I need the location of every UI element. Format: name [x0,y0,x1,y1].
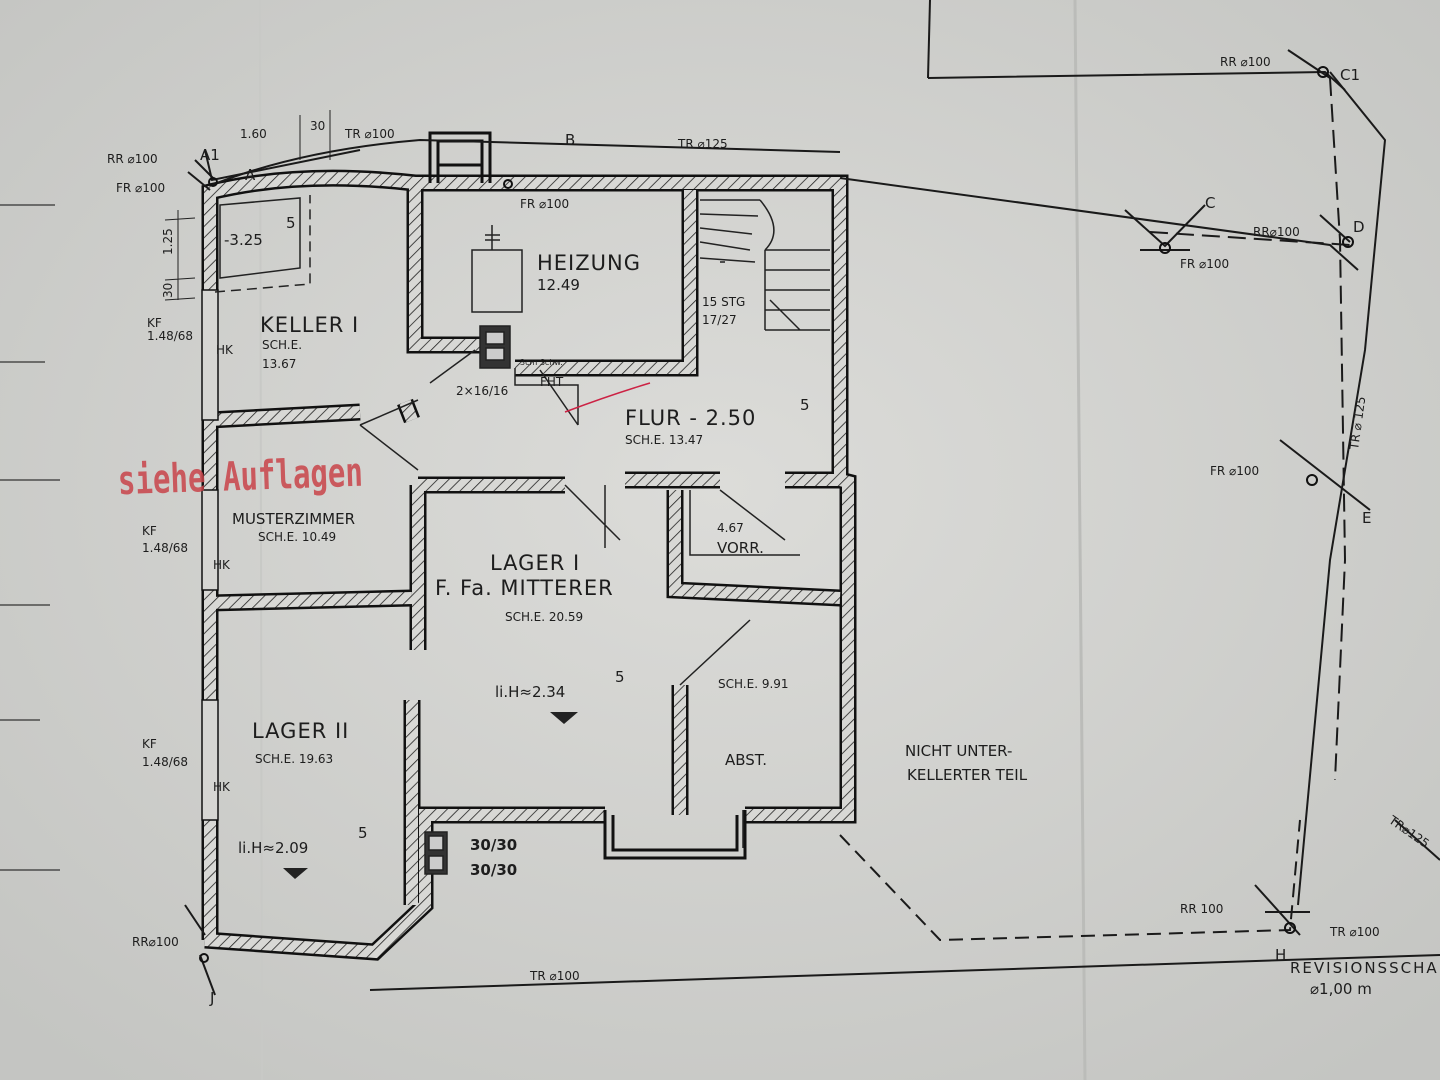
pipe-label: TR ⌀100 [529,969,580,983]
interior-details [214,195,830,875]
label-line: NICHT UNTER- [905,742,1012,760]
dimension: 30 [161,283,175,298]
room-name: MUSTERZIMMER [232,510,355,528]
pipe-label: RR 100 [1180,902,1223,916]
window-label: KF [142,524,157,538]
revision-shaft: REVISIONSSCHA ⌀1,00 m [1290,959,1439,998]
room-sche: SCH.E. 19.63 [255,752,333,766]
point-label: B [565,131,575,149]
label-line: KELLERTER TEIL [907,766,1028,784]
floor-level-superscript: 5 [286,214,296,232]
pipe-labels: RR ⌀100 FR ⌀100 TR ⌀100 TR ⌀125 FR ⌀100 … [107,55,1432,983]
point-label: A1 [200,146,220,164]
room-name: ABST. [725,751,767,769]
radiator-label: HK [216,343,234,357]
site-lines [184,0,1440,996]
room-lager-2: LAGER II SCH.E. 19.63 li.H≈2.09 5 [238,719,368,879]
pipe-label: RR⌀100 [132,935,179,949]
floor-level: -3.25 [224,231,263,249]
point-label: E [1362,509,1371,527]
point-labels: A1 A B C1 C D E H J [200,66,1371,1007]
radiator-label: HK [213,558,231,572]
chimney-size: 2×16/16 [456,384,508,398]
pipe-label: FR ⌀100 [1180,257,1229,271]
stairs-ratio: 17/27 [702,313,737,327]
room-vorr: 4.67 VORR. [717,521,764,557]
level-marker-icon [283,868,308,879]
stamp-siehe-auflagen: siehe Auflagen [117,450,363,505]
pipe-label: FR ⌀100 [520,197,569,211]
room-lager-1: LAGER I F. Fa. MITTERER SCH.E. 20.59 li.… [435,551,625,724]
height-superscript: 5 [358,824,368,842]
revision-size: ⌀1,00 m [1310,980,1372,998]
walls [201,131,857,961]
level-marker-icon [550,712,578,724]
room-abst: SCH.E. 9.91 ABST. [718,677,789,769]
dimension: 30 [310,119,325,133]
room-area: 13.67 [262,357,296,371]
paper-fold [1073,0,1087,1080]
room-musterzimmer: MUSTERZIMMER SCH.E. 10.49 [232,510,355,544]
room-height: li.H≈2.34 [495,683,565,701]
margin-lines [0,204,60,871]
window-size: 1.48/68 [142,541,188,555]
room-tenant: F. Fa. MITTERER [435,576,614,600]
pipe-label: RR⌀100 [1253,225,1300,239]
room-area: 4.67 [717,521,744,535]
point-label: C [1205,194,1215,212]
room-sche: SCH.E. 20.59 [505,610,583,624]
window-label: KF [142,737,157,751]
point-label: D [1353,218,1365,236]
point-label: C1 [1340,66,1360,84]
pipe-label: FR ⌀100 [116,181,165,195]
pipe-label: FR ⌀100 [1210,464,1259,478]
window-size: 1.48/68 [147,329,193,343]
window-size: 1.48/68 [142,755,188,769]
stairs-steps: 15 STG [702,295,745,309]
dimension: 1.60 [240,127,267,141]
room-flur: FLUR - 2.50 5 SCH.E. 13.47 [625,396,810,447]
room-name: HEIZUNG [537,251,641,275]
annotations: -3.25 5 1.60 30 1.25 30 KF 1.48/68 HK KF… [142,110,564,879]
room-keller: KELLER I SCH.E. 13.67 [260,313,359,371]
room-name: LAGER II [252,719,349,743]
room-sche: SCH.E. 13.47 [625,433,703,447]
pipe-nodes [199,66,1354,963]
room-sche: SCH.E. 10.49 [258,530,336,544]
area-not-basement: NICHT UNTER- KELLERTER TEIL [905,742,1028,784]
room-name: FLUR - 2.50 [625,406,756,430]
shaft-size: 30/30 [470,836,517,854]
revision-label: REVISIONSSCHA [1290,959,1439,977]
height-superscript: 5 [615,668,625,686]
room-height: li.H≈2.09 [238,839,308,857]
pipe-label: TR ⌀100 [344,127,395,141]
room-name: VORR. [717,539,764,557]
point-label: H [1275,946,1286,964]
shaft-size: 30/30 [470,861,517,879]
threshold-label: 3cm Schw. [520,358,563,367]
room-sche: SCH.E. 9.91 [718,677,789,691]
pipe-label: RR ⌀100 [1220,55,1271,69]
pipe-label: TR ⌀125 [677,137,728,151]
room-name: LAGER I [490,551,580,575]
radiator-label: HK [213,780,231,794]
point-label: J [209,989,214,1007]
pipe-label: RR ⌀100 [107,152,158,166]
pipe-label: TR ⌀100 [1329,925,1380,939]
red-pencil-mark [564,382,651,413]
room-name: KELLER I [260,313,359,337]
window-label: KF [147,316,162,330]
fire-door-label: FHT [540,375,564,389]
dimension: 1.25 [161,228,175,255]
level-superscript: 5 [800,396,810,414]
point-label: A [245,166,256,184]
room-area: 12.49 [537,276,580,294]
room-sche: SCH.E. [262,338,302,352]
room-heizung: HEIZUNG 12.49 [537,251,641,294]
